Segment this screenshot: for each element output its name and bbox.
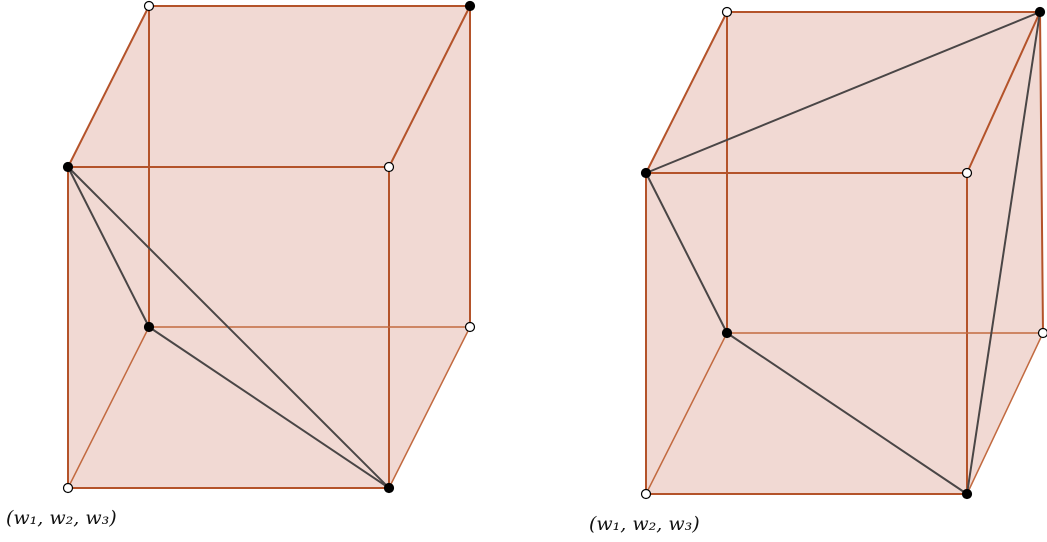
vertex-back-top-left	[721, 6, 733, 18]
simplex-edge	[148, 326, 390, 489]
simplex-edge	[645, 11, 1041, 174]
vertex-front-bottom-right	[961, 488, 973, 500]
simplex-edge	[645, 172, 728, 334]
vertex-front-top-left	[62, 161, 74, 173]
vertex-front-top-right	[383, 161, 395, 173]
simplex-edge	[726, 332, 968, 495]
cube-face	[646, 333, 1043, 494]
cube-left: (w₁, w₂, w₃)	[6, 0, 476, 529]
vertex-back-top-left	[143, 0, 155, 12]
cube-edge	[388, 326, 471, 489]
vertex-back-top-right	[1034, 6, 1046, 18]
cube-face	[389, 6, 470, 488]
vertex-back-top-right	[464, 0, 476, 12]
vertex-back-bottom-left	[143, 321, 155, 333]
vertex-back-bottom-right	[464, 321, 476, 333]
cube-edge	[966, 332, 1044, 495]
cube-right: (w₁, w₂, w₃)	[589, 6, 1047, 535]
simplex-edge	[966, 11, 1041, 495]
corner-label: (w₁, w₂, w₃)	[589, 513, 700, 535]
cube-edge	[1039, 11, 1044, 334]
cube-edge	[645, 11, 728, 174]
vertex-back-bottom-right	[1037, 327, 1047, 339]
cube-edge	[645, 332, 728, 495]
vertex-front-top-right	[961, 167, 973, 179]
vertex-front-bottom-left	[640, 488, 652, 500]
simplex-edge	[67, 166, 390, 489]
vertex-front-bottom-left	[62, 482, 74, 494]
cube-edge	[67, 326, 150, 489]
vertex-front-top-left	[640, 167, 652, 179]
cube-face	[68, 6, 470, 167]
corner-label: (w₁, w₂, w₃)	[6, 507, 117, 529]
cube-edge	[67, 5, 150, 168]
vertex-front-bottom-right	[383, 482, 395, 494]
simplex-edge	[67, 166, 150, 328]
cube-edge	[388, 5, 471, 168]
vertex-back-bottom-left	[721, 327, 733, 339]
cube-edge	[966, 11, 1041, 174]
